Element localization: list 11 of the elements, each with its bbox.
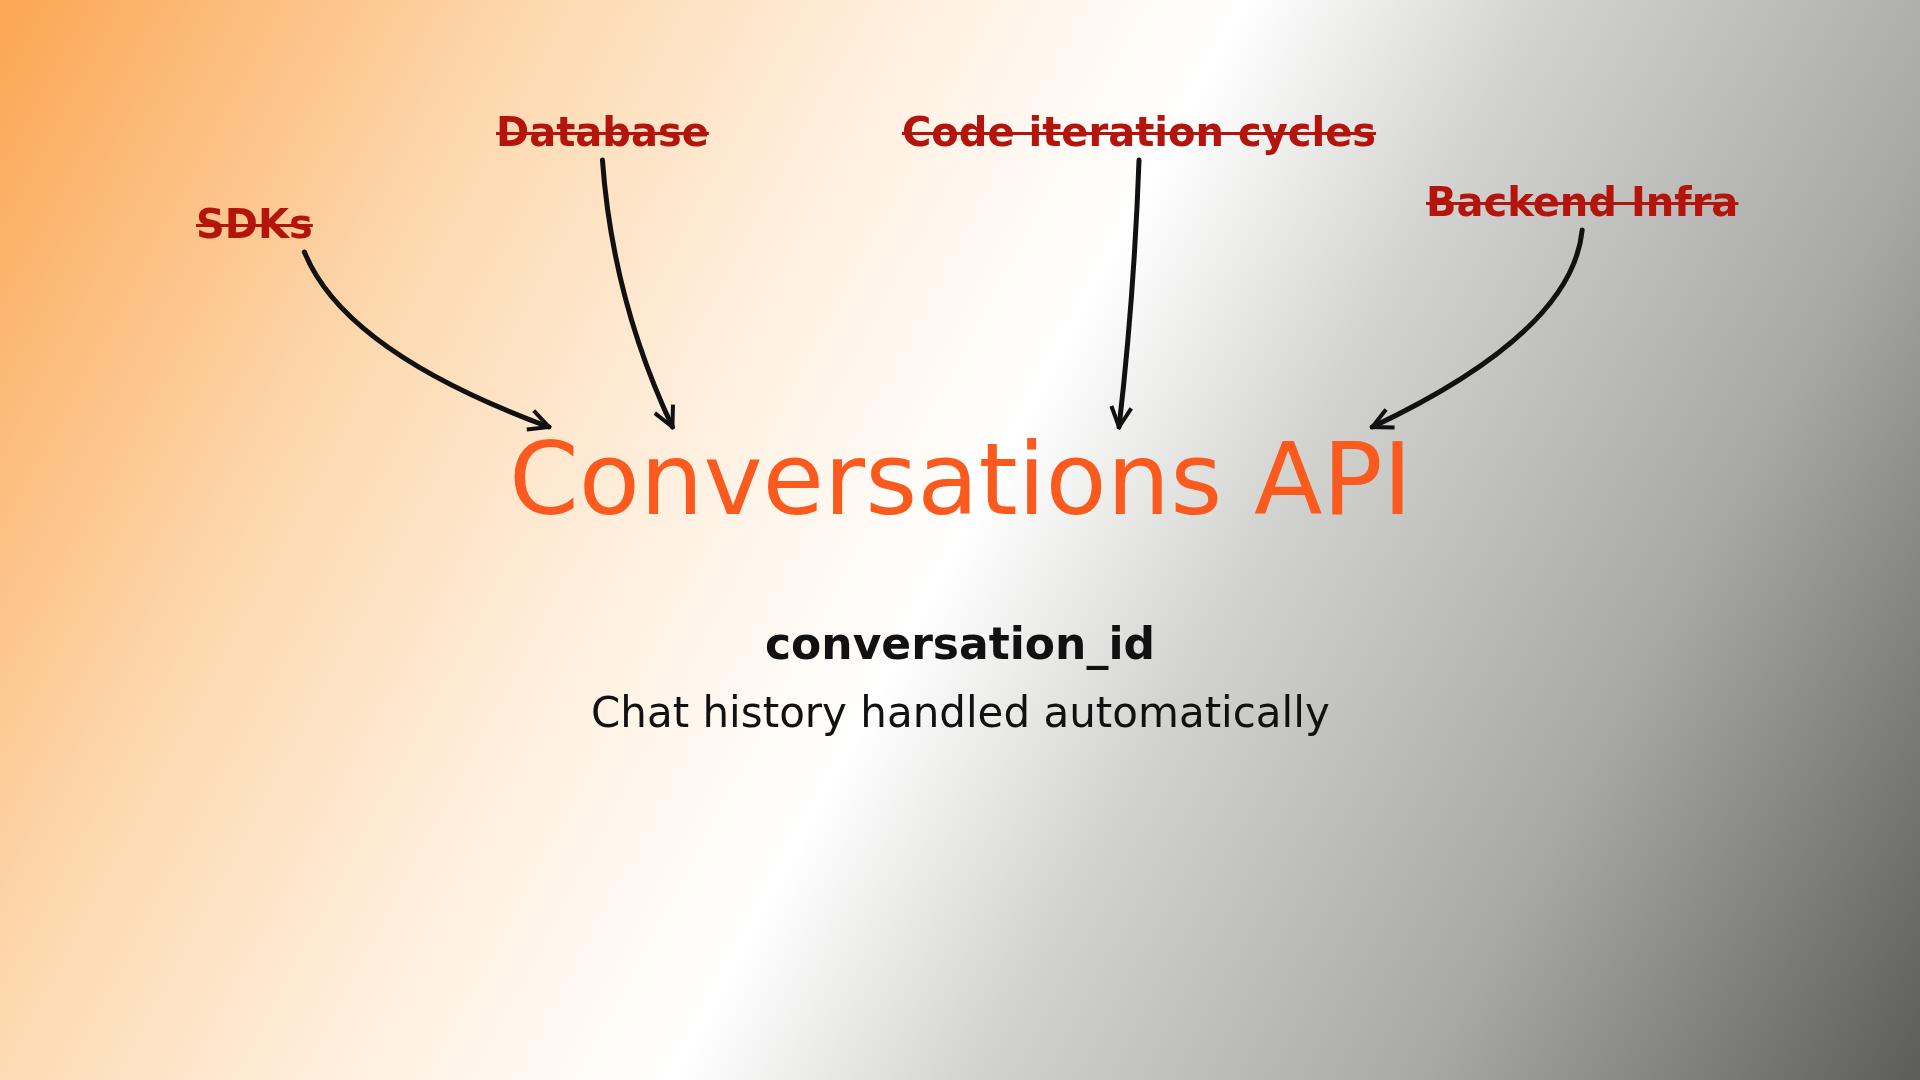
- arrow: [1369, 227, 1585, 430]
- subtitle-text: conversation_id: [765, 618, 1155, 669]
- arrow: [301, 249, 552, 432]
- arrow: [1109, 157, 1142, 430]
- title-text: Conversations API: [509, 425, 1413, 535]
- arrow: [599, 157, 676, 430]
- crossed-out-text: SDKs: [196, 202, 313, 246]
- crossed-out-text: Backend Infra: [1426, 180, 1739, 224]
- description-text: Chat history handled automatically: [591, 688, 1330, 737]
- crossed-out-text: Code iteration cycles: [902, 110, 1377, 154]
- crossed-out-text: Database: [496, 110, 709, 154]
